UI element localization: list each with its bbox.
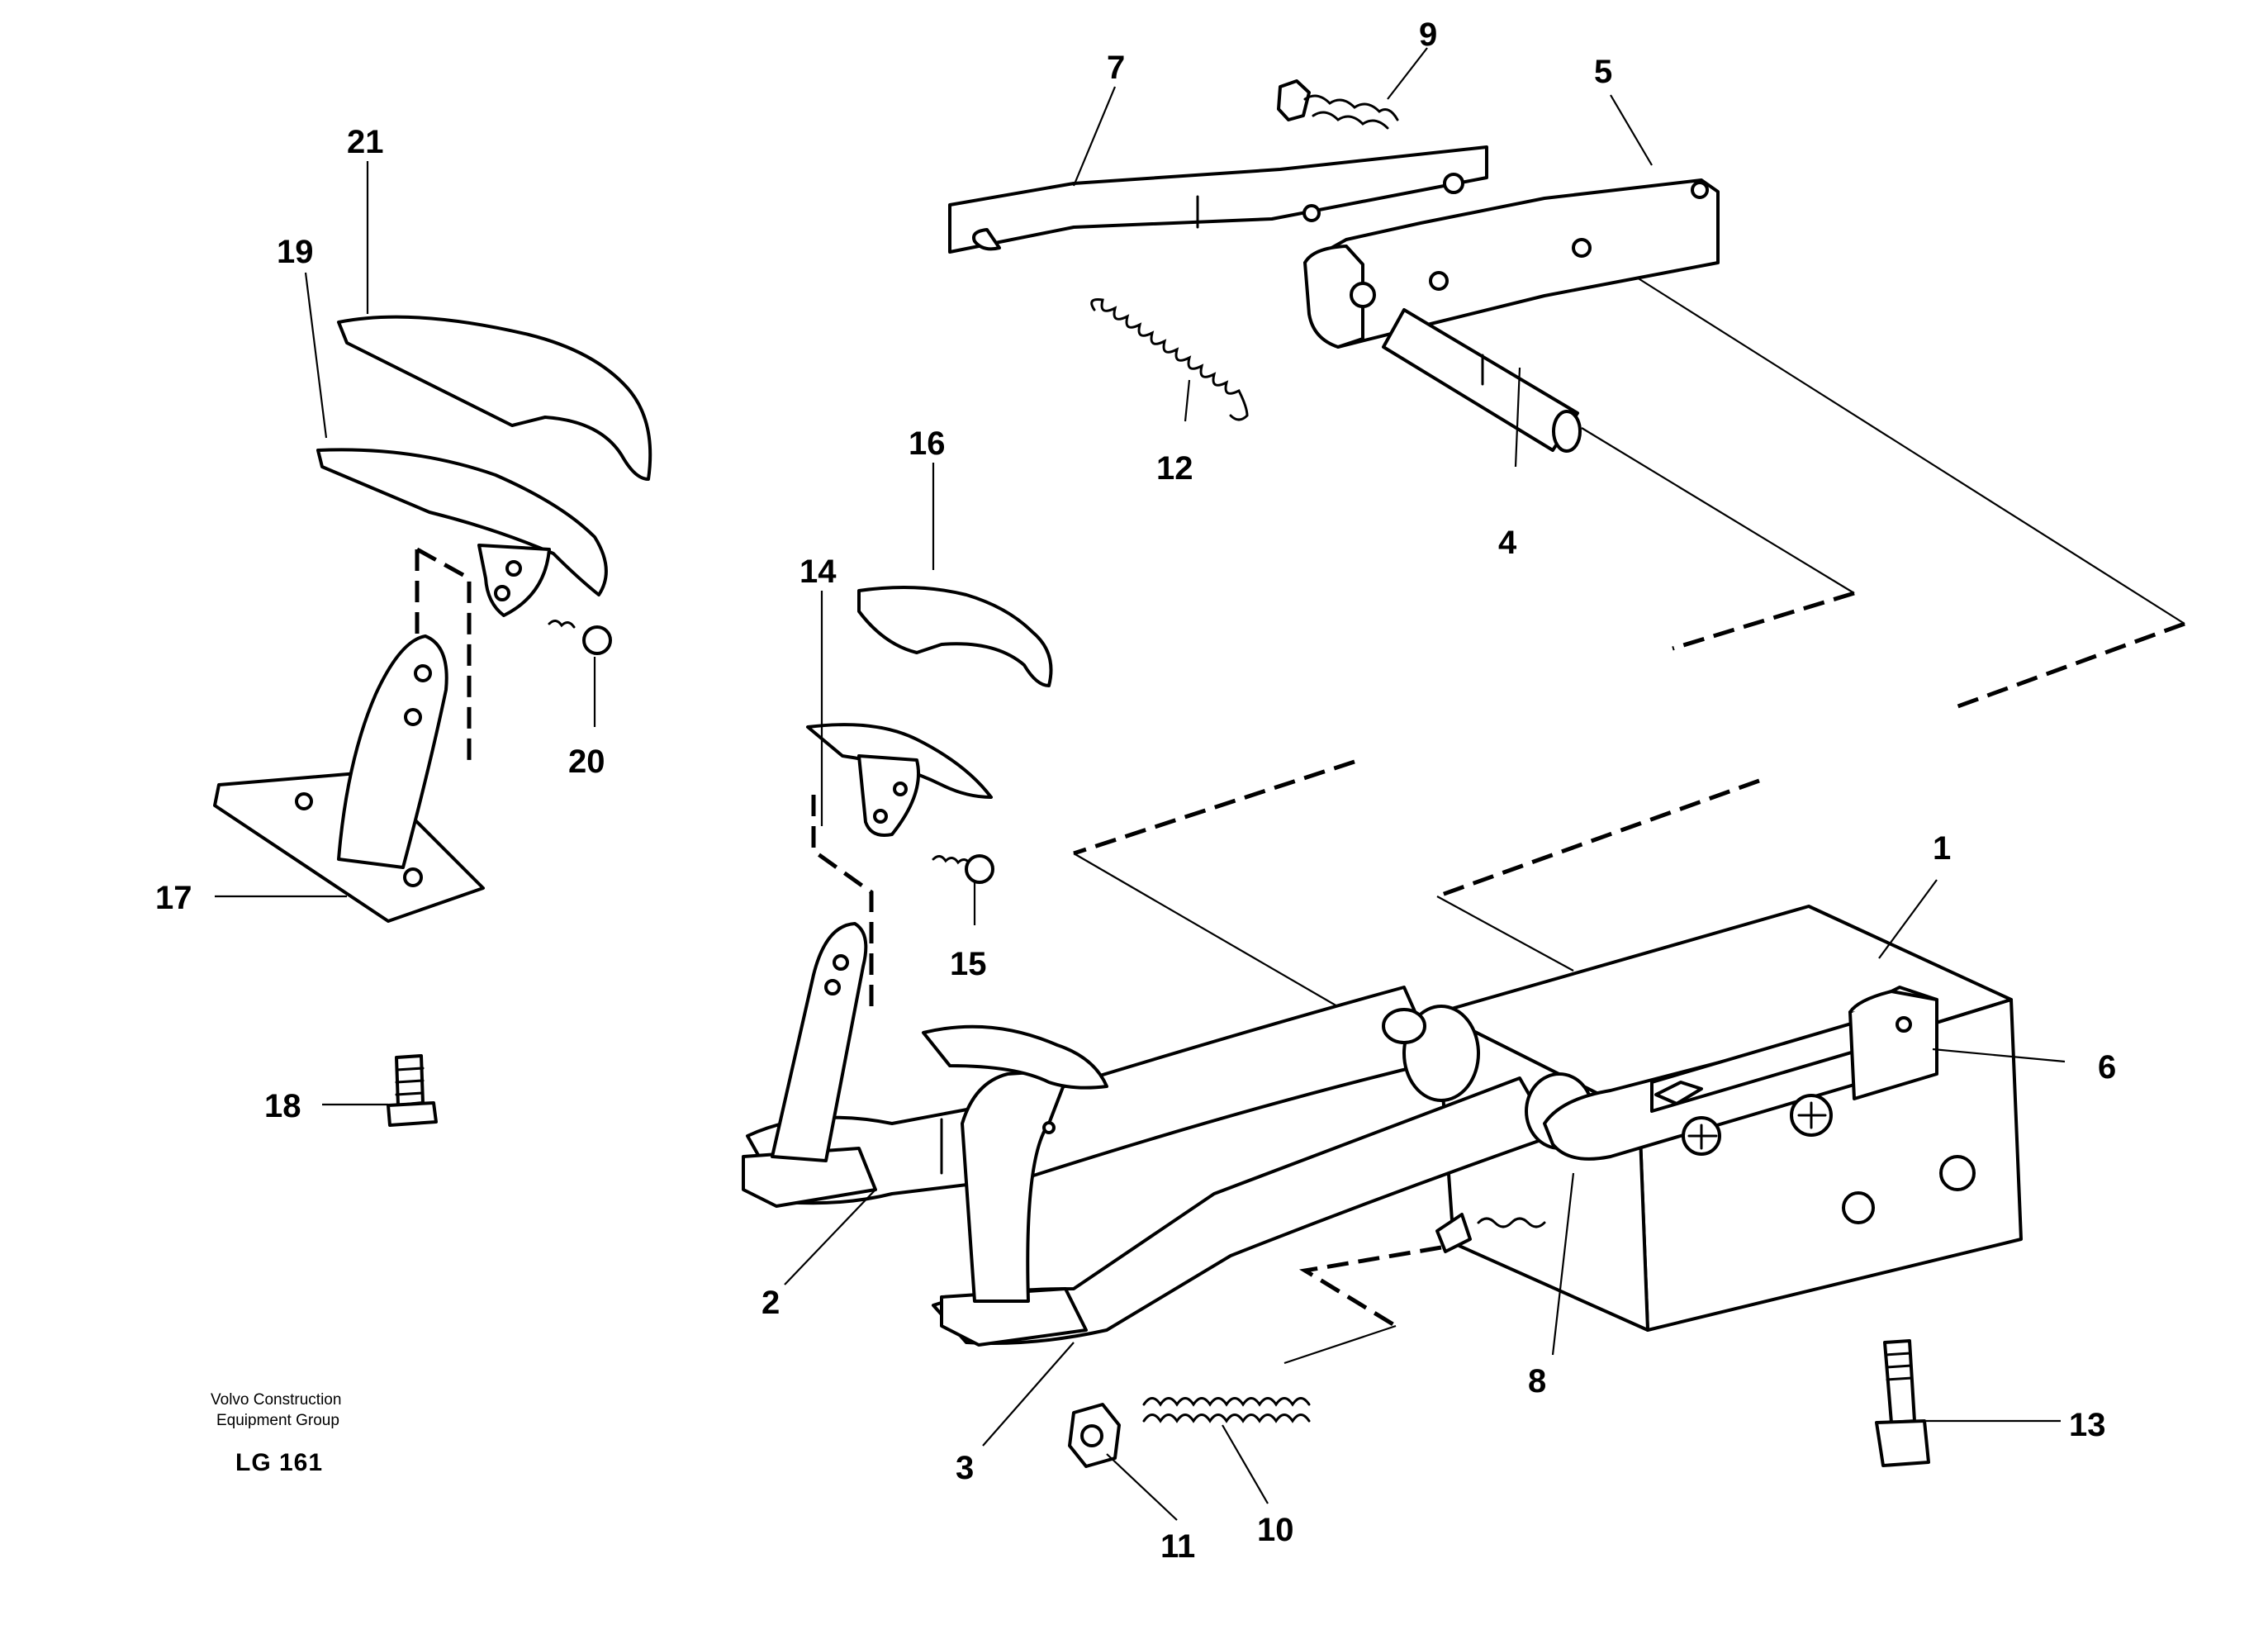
diagram-footer: Volvo Construction Equipment Group LG 16… xyxy=(211,1391,341,1476)
callout-5: 5 xyxy=(1594,54,1612,90)
callout-4: 4 xyxy=(1498,525,1517,561)
spring-10 xyxy=(1142,1397,1311,1423)
callout-leaders xyxy=(215,47,2066,1521)
callout-14: 14 xyxy=(799,554,837,590)
callout-21: 21 xyxy=(347,124,384,160)
nut-11 xyxy=(1068,1403,1121,1468)
callout-18: 18 xyxy=(264,1088,301,1124)
callout-13: 13 xyxy=(2069,1407,2106,1443)
pedal-pad-19 xyxy=(316,448,608,617)
pedal-pad-21 xyxy=(337,315,652,481)
callout-6: 6 xyxy=(2098,1049,2116,1086)
callout-11: 11 xyxy=(1160,1528,1195,1565)
callout-7: 7 xyxy=(1107,50,1125,86)
pedal-pad-14 xyxy=(806,723,993,837)
callout-8: 8 xyxy=(1528,1363,1546,1399)
figure-code: LG 161 xyxy=(235,1449,323,1476)
bolt-13 xyxy=(1875,1339,1930,1467)
pedal-bracket-17 xyxy=(213,634,485,923)
callout-16: 16 xyxy=(909,425,946,462)
callout-1: 1 xyxy=(1933,830,1951,867)
company-name-line-2: Equipment Group xyxy=(216,1412,339,1429)
pedal-arm-3 xyxy=(922,1024,1594,1347)
spring-12 xyxy=(1090,298,1249,421)
callout-17: 17 xyxy=(155,880,192,916)
callout-12: 12 xyxy=(1156,450,1193,487)
company-name-line-1: Volvo Construction xyxy=(211,1391,341,1409)
upper-bracket-5 xyxy=(1303,178,1720,453)
callout-labels: 1 2 3 4 5 6 7 8 9 10 11 12 13 14 15 16 1… xyxy=(155,17,2116,1565)
upper-bracket-7 xyxy=(948,145,1488,254)
lever-8-and-bracket-6 xyxy=(1477,986,1938,1228)
callout-15: 15 xyxy=(950,946,987,982)
assembly-guide-lines xyxy=(415,247,2185,1365)
screw-20 xyxy=(548,620,612,655)
screw-15 xyxy=(932,854,994,884)
pedal-pad-16 xyxy=(857,586,1053,687)
callout-9: 9 xyxy=(1419,17,1437,53)
callout-10: 10 xyxy=(1257,1512,1294,1548)
bolt-18 xyxy=(387,1054,438,1127)
callout-19: 19 xyxy=(277,234,314,270)
callout-3: 3 xyxy=(956,1450,974,1486)
callout-20: 20 xyxy=(568,744,605,780)
pedal-arm-2 xyxy=(742,922,1480,1208)
callout-2: 2 xyxy=(762,1285,780,1321)
bolt-9 xyxy=(1277,79,1399,130)
